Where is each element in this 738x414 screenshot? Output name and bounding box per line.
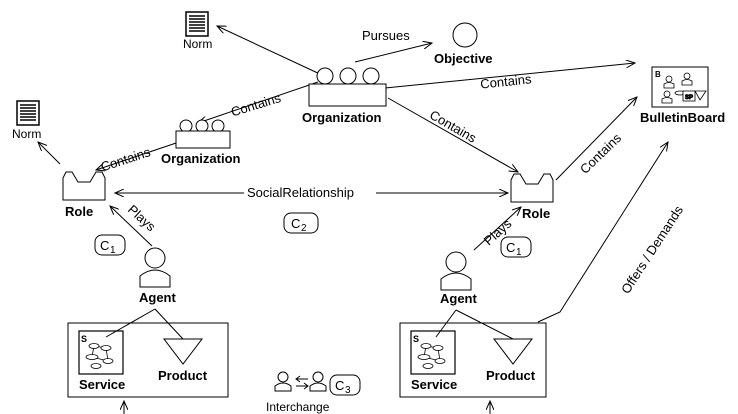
constraint-c1-left: C 1 (94, 234, 126, 256)
organization-sub: Organization (161, 119, 241, 166)
catalog-right: S Service Product (399, 309, 547, 398)
label-social-relationship: SocialRelationship (247, 185, 354, 200)
role-left-label: Role (65, 204, 93, 219)
objective-label: Objective (434, 51, 493, 66)
role-icon (510, 173, 554, 203)
interchange-label: Interchange (266, 400, 330, 414)
edge-offers-demands (537, 142, 668, 323)
label-contains-role-to-bulletin: Contains (577, 130, 625, 177)
edge-pursues (354, 43, 432, 63)
label-contains-org-to-role: Contains (427, 107, 479, 146)
constraint-subscript: 3 (345, 385, 351, 396)
interchange: Interchange (266, 371, 330, 414)
role-right: Role (510, 173, 554, 221)
organization-icon (308, 67, 387, 107)
edge-suborg-to-role (96, 139, 186, 170)
agent-to-product-line (154, 308, 184, 340)
constraint-c3: C 3 (329, 374, 361, 396)
agent-right: Agent (440, 251, 478, 306)
service-label: Service (79, 377, 125, 392)
norm-left: Norm (12, 100, 41, 141)
organization-main: Organization (302, 67, 387, 125)
edge-org-to-role (387, 97, 518, 172)
bulletin-board-label: BulletinBoard (640, 110, 725, 125)
norm-document-icon (16, 100, 40, 126)
constraint-letter: C (291, 216, 300, 231)
norm-document-icon (185, 11, 209, 37)
role-icon (62, 171, 106, 201)
bulletin-board-badge: B (655, 70, 661, 79)
service-graph-icon (417, 343, 446, 369)
constraint-c2: C 2 (283, 212, 319, 234)
svg-text:SP: SP (685, 95, 693, 101)
label-offers-demands: Offers / Demands (618, 203, 686, 297)
edge-org-to-norm (217, 26, 323, 76)
service-badge: S (81, 334, 87, 344)
norm-top: Norm (183, 11, 212, 51)
agent-to-service-line (435, 309, 457, 338)
product-label: Product (158, 368, 208, 383)
role-left: Role (62, 171, 106, 219)
agent-left-label: Agent (139, 290, 177, 305)
edge-org-to-bulletin (384, 63, 635, 89)
constraint-letter: C (335, 378, 344, 393)
constraint-subscript: 1 (110, 245, 116, 256)
bulletin-board-frame (651, 66, 709, 108)
objective: Objective (434, 22, 493, 66)
edge-plays-left (110, 206, 153, 247)
bulletin-people-icon: SP (661, 72, 707, 104)
edge-plays-right (473, 207, 521, 251)
edge-role-to-norm (38, 142, 61, 165)
agent-to-service-line (105, 308, 156, 338)
label-pursues: Pursues (362, 28, 410, 43)
norm-left-label: Norm (12, 127, 41, 141)
label-bg-social-relationship (244, 184, 376, 199)
label-plays-left: Plays (125, 202, 159, 235)
constraint-c1-right: C 1 (500, 236, 532, 258)
service-badge: S (413, 334, 419, 344)
agent-person-icon (139, 247, 171, 288)
organization-main-label: Organization (302, 110, 382, 125)
constraint-letter: C (100, 238, 109, 253)
organization-sub-label: Organization (161, 151, 241, 166)
agent-to-product-line (455, 309, 514, 340)
agent-person-icon (440, 251, 472, 291)
service-label: Service (411, 377, 457, 392)
edge-org-to-suborg (198, 81, 319, 123)
agent-right-label: Agent (440, 291, 478, 306)
catalog-left: S Service Product (67, 308, 229, 398)
label-contains-org-to-org: Contains (229, 90, 283, 119)
norm-top-label: Norm (183, 37, 212, 51)
product-label: Product (486, 368, 536, 383)
label-contains-org-to-bulletin: Contains (480, 71, 533, 91)
role-right-label: Role (522, 206, 550, 221)
constraint-subscript: 1 (516, 247, 522, 258)
objective-circle-icon (452, 22, 478, 48)
label-contains-sub-to-role: Contains (99, 144, 153, 174)
edge-role-to-bulletin (555, 97, 637, 181)
constraint-letter: C (506, 240, 515, 255)
constraint-subscript: 2 (301, 223, 307, 234)
agent-left: Agent (139, 247, 177, 305)
service-graph-icon (85, 343, 114, 369)
bulletin-board: B SP BulletinBoard (640, 66, 725, 125)
organization-icon (175, 119, 231, 149)
interchange-people-icon (274, 371, 327, 392)
